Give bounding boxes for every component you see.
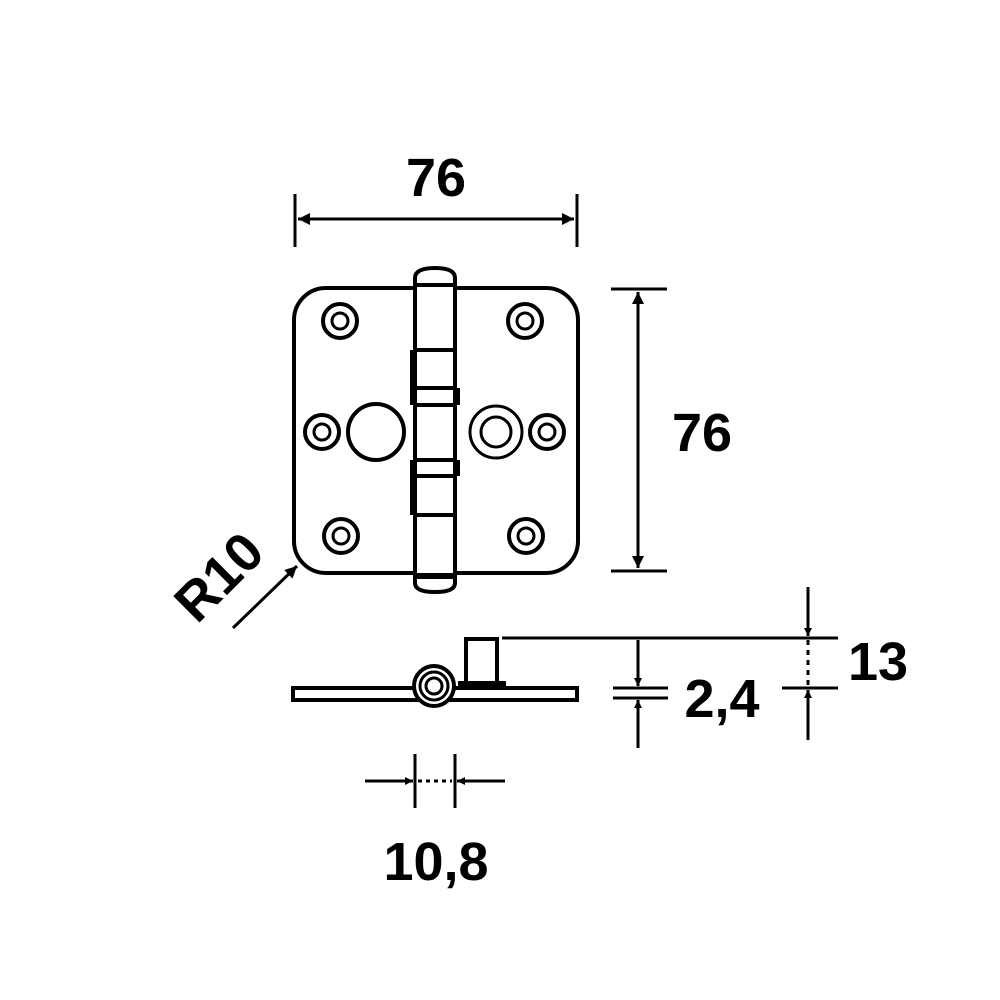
screw-hole bbox=[321, 302, 359, 340]
screw-hole bbox=[528, 413, 566, 451]
screw-hole bbox=[506, 302, 544, 340]
total-thickness-label: 13 bbox=[848, 632, 908, 692]
screw-hole bbox=[322, 517, 360, 555]
pin-hole-large bbox=[346, 402, 406, 462]
leaf-thickness-label: 2,4 bbox=[684, 669, 759, 729]
side-view bbox=[291, 637, 579, 708]
knuckle-dimension bbox=[365, 754, 505, 808]
knuckle-diameter-label: 10,8 bbox=[383, 832, 488, 892]
screw-hole bbox=[507, 517, 545, 555]
radius-leader bbox=[231, 564, 299, 630]
width-dimension bbox=[293, 194, 579, 247]
radius-label: R10 bbox=[163, 521, 275, 633]
front-view bbox=[292, 265, 580, 595]
height-dimension bbox=[611, 287, 667, 573]
height-label: 76 bbox=[672, 403, 732, 463]
pin-hole-right bbox=[468, 404, 524, 460]
screw-hole bbox=[303, 413, 341, 451]
knuckle bbox=[410, 265, 460, 595]
width-label: 76 bbox=[406, 148, 466, 208]
thickness-dimensions bbox=[502, 587, 838, 748]
